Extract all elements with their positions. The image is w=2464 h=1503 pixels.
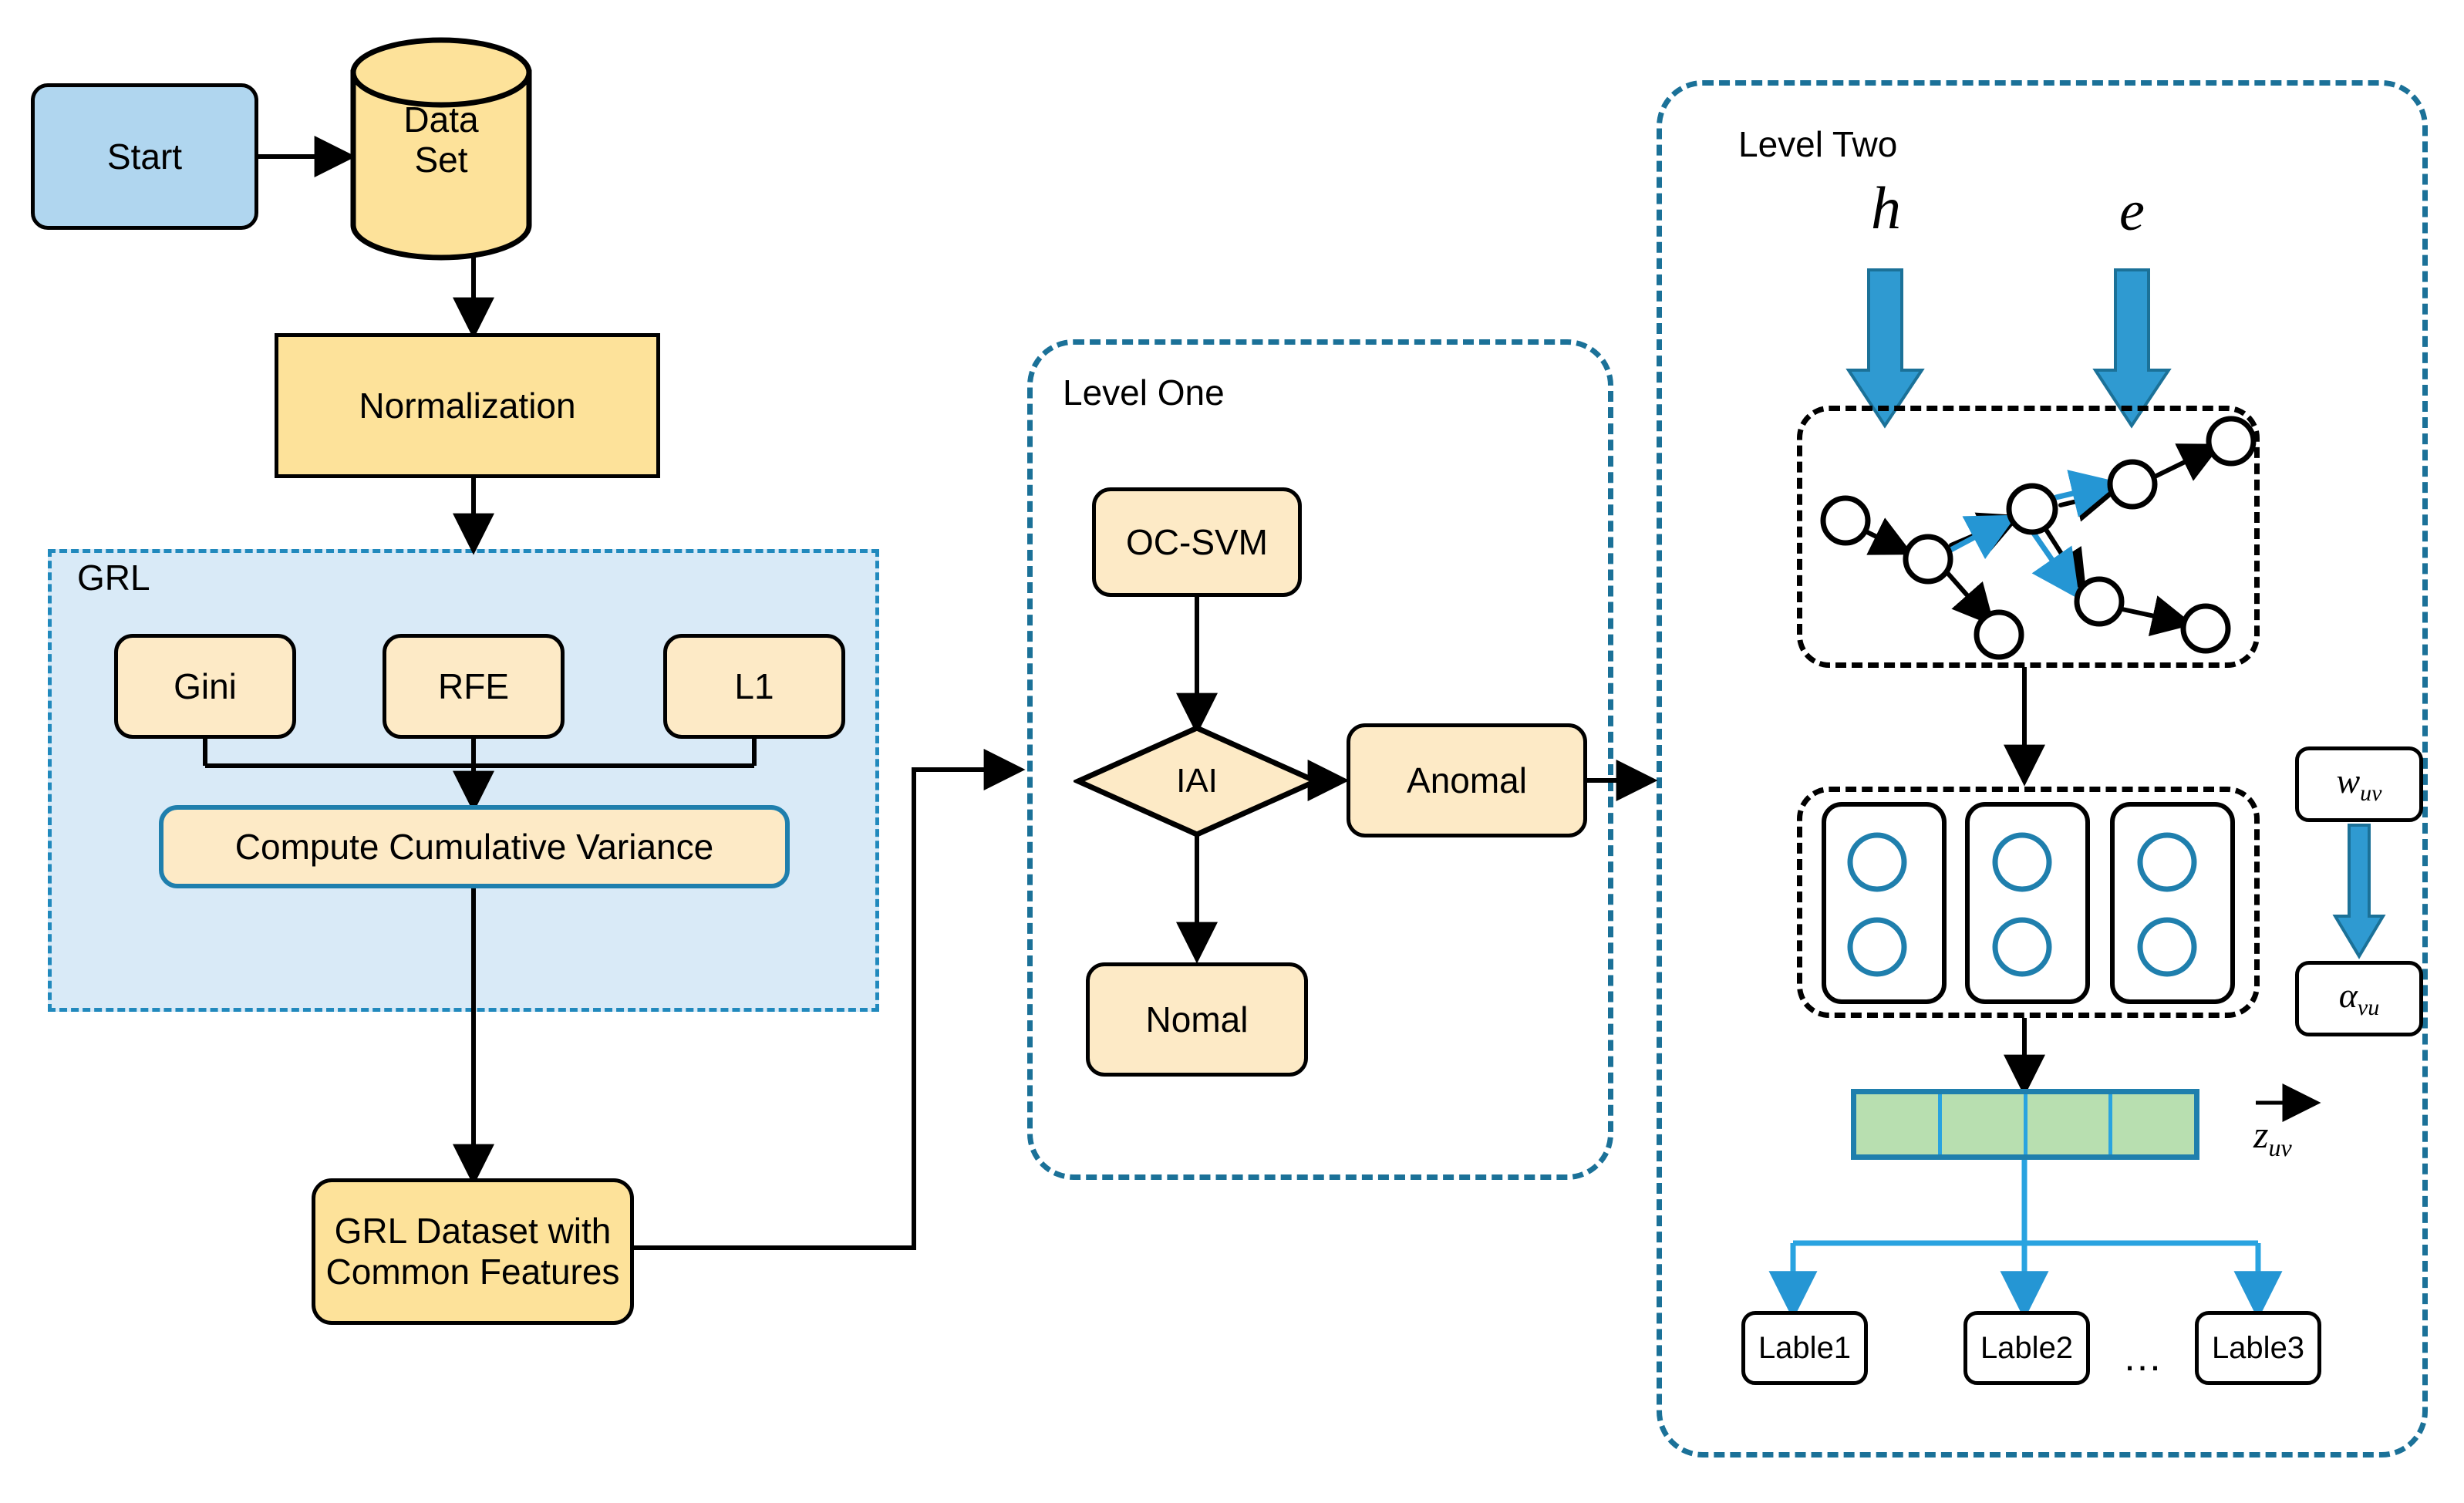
node-oc-svm[interactable]: OC-SVM xyxy=(1092,487,1302,597)
labels-ellipsis: … xyxy=(2122,1335,2166,1380)
embedding-cell-1 xyxy=(1856,1094,1942,1154)
alpha-subscript: vu xyxy=(2357,995,2380,1021)
node-gini-label: Gini xyxy=(174,666,237,706)
node-start-label: Start xyxy=(106,136,183,177)
node-nomal[interactable]: Nomal xyxy=(1086,962,1308,1077)
pooling-group-2[interactable] xyxy=(1965,802,2090,1004)
embedding-cell-3 xyxy=(2027,1094,2113,1154)
grl-group-panel xyxy=(48,549,879,1012)
z-subscript: uv xyxy=(2268,1134,2292,1161)
node-lable3[interactable]: Lable3 xyxy=(2195,1311,2321,1385)
node-iai-label: IAI xyxy=(1176,762,1218,800)
pooling-panel xyxy=(1797,787,2260,1018)
weight-symbol-wrap: wuv xyxy=(2336,761,2381,807)
level-one-group-label: Level One xyxy=(1063,372,1225,413)
node-lable1-label: Lable1 xyxy=(1758,1331,1852,1365)
node-lable3-label: Lable3 xyxy=(2211,1331,2305,1365)
weight-subscript: uv xyxy=(2360,780,2382,807)
embedding-vector-bar[interactable] xyxy=(1851,1089,2199,1160)
node-rfe[interactable]: RFE xyxy=(383,634,565,739)
pooling-group-3[interactable] xyxy=(2110,802,2235,1004)
level-one-group-panel xyxy=(1027,339,1613,1180)
input-h-text: h xyxy=(1871,174,1901,241)
node-nomal-label: Nomal xyxy=(1145,999,1249,1040)
level-two-group-label: Level Two xyxy=(1738,124,1898,164)
node-grl-dataset-line1: GRL Dataset with xyxy=(334,1211,612,1252)
node-iai-label-wrap: IAI xyxy=(1074,762,1320,800)
node-rfe-label: RFE xyxy=(438,666,509,706)
input-e-text: e xyxy=(2119,180,2145,243)
node-start[interactable]: Start xyxy=(31,83,258,230)
input-e-symbol: e xyxy=(2119,179,2145,244)
node-normalization[interactable]: Normalization xyxy=(275,333,660,478)
embedding-cell-4 xyxy=(2112,1094,2194,1154)
z-vector-label: zuv xyxy=(2253,1112,2292,1162)
graph-network-panel xyxy=(1797,406,2260,668)
dataset-label: Data Set xyxy=(349,99,534,180)
node-compute-cumulative-variance[interactable]: Compute Cumulative Variance xyxy=(159,805,790,888)
node-lable2-label: Lable2 xyxy=(1980,1331,2074,1365)
node-lable1[interactable]: Lable1 xyxy=(1741,1311,1868,1385)
dataset-label-line1: Data xyxy=(403,99,479,140)
node-l1[interactable]: L1 xyxy=(663,634,845,739)
node-compute-cumulative-variance-label: Compute Cumulative Variance xyxy=(234,826,714,867)
dataset-label-line2: Set xyxy=(414,139,468,180)
node-anomal-label: Anomal xyxy=(1407,760,1527,800)
grl-group-label: GRL xyxy=(77,558,150,598)
node-oc-svm-label: OC-SVM xyxy=(1126,521,1268,562)
node-iai-decision[interactable] xyxy=(1074,723,1320,839)
alpha-symbol-wrap: αvu xyxy=(2339,976,2379,1022)
alpha-symbol: α xyxy=(2338,976,2358,1016)
dataset-cylinder xyxy=(350,37,532,261)
node-anomal[interactable]: Anomal xyxy=(1347,723,1587,837)
node-lable2[interactable]: Lable2 xyxy=(1963,1311,2090,1385)
level-two-group-panel xyxy=(1657,80,2428,1458)
node-grl-dataset-line2: Common Features xyxy=(325,1252,620,1292)
node-grl-dataset[interactable]: GRL Dataset with Common Features xyxy=(312,1178,634,1325)
pooling-group-1[interactable] xyxy=(1822,802,1947,1004)
node-gini[interactable]: Gini xyxy=(114,634,296,739)
node-weight-wuv[interactable]: wuv xyxy=(2295,746,2423,822)
z-symbol: z xyxy=(2253,1113,2269,1156)
node-alpha-vu[interactable]: αvu xyxy=(2295,961,2423,1036)
weight-symbol: w xyxy=(2336,761,2361,801)
node-normalization-label: Normalization xyxy=(359,385,576,426)
node-l1-label: L1 xyxy=(734,666,774,706)
embedding-cell-2 xyxy=(1942,1094,2027,1154)
input-h-symbol: h xyxy=(1871,174,1901,243)
